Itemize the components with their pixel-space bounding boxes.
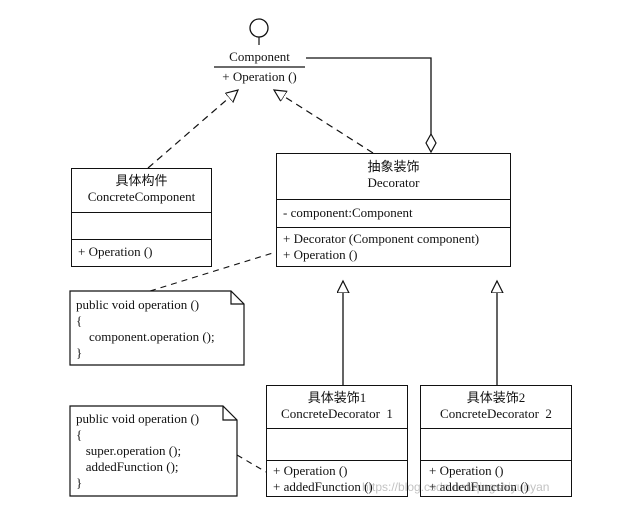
concretedecorator1-class: 具体装饰1 ConcreteDecorator 1 + Operation ()…: [266, 385, 408, 497]
concretedecorator1-method: + addedFunction (): [273, 479, 373, 494]
note-line: super.operation ();: [76, 443, 182, 458]
concretecomponent-methods: + Operation (): [72, 239, 211, 266]
decorator-method: + Decorator (Component component): [283, 231, 480, 246]
concretedecorator2-name-en: ConcreteDecorator 2: [440, 406, 552, 421]
note-line: addedFunction ();: [76, 459, 179, 474]
concretecomponent-name-en: ConcreteComponent: [87, 189, 196, 204]
note-concretedecorator-link: [236, 454, 267, 473]
note-line: {: [76, 427, 83, 442]
note-line: }: [76, 345, 83, 360]
aggregation-line: [306, 57, 432, 134]
note-decorator-shape: [69, 290, 245, 366]
concretedecorator1-attributes: [267, 428, 407, 460]
note-decorator: public void operation () { component.ope…: [76, 297, 215, 361]
component-name: Component: [229, 49, 290, 64]
note-concretedecorator-shape: [69, 405, 238, 497]
decorator-name-cn: 抽象装饰: [367, 159, 420, 174]
decorator-class: 抽象装饰 Decorator - component:Component + D…: [276, 153, 511, 267]
concretecomponent-name-cn: 具体构件: [115, 173, 168, 188]
concretedecorator1-name-cn: 具体装饰1: [307, 390, 367, 405]
concretedecorator2-class: 具体装饰2 ConcreteDecorator 2 + Operation ()…: [420, 385, 572, 497]
note-line: public void operation (): [76, 297, 200, 312]
realization-decorator: [274, 90, 374, 154]
decorator-attribute: - component:Component: [283, 205, 413, 220]
realization-concretecomponent: [147, 90, 238, 169]
concretedecorator2-method: + Operation (): [429, 463, 504, 478]
concretedecorator2-attributes: [421, 428, 571, 460]
interface-circle-icon: [249, 18, 269, 38]
decorator-attributes: - component:Component: [277, 199, 510, 227]
concretedecorator2-methods: + Operation () + addedFunction (): [421, 460, 571, 496]
concretecomponent-attributes: [72, 212, 211, 239]
concretedecorator2-method: + addedFunction (): [429, 479, 529, 494]
note-line: public void operation (): [76, 411, 200, 426]
decorator-method: + Operation (): [283, 247, 358, 262]
decorator-methods: + Decorator (Component component) + Oper…: [277, 227, 510, 266]
note-line: {: [76, 313, 83, 328]
watermark: https://blog.csdn.net/qingshiyunyan: [362, 480, 550, 494]
component-operation: + Operation (): [222, 69, 297, 84]
note-concretedecorator: public void operation () { super.operati…: [76, 411, 199, 491]
concretecomponent-class: 具体构件 ConcreteComponent + Operation (): [71, 168, 212, 267]
concretedecorator1-methods: + Operation () + addedFunction (): [267, 460, 407, 496]
aggregation-diamond-icon: [425, 132, 437, 154]
decorator-name-en: Decorator: [367, 175, 420, 190]
concretedecorator1-method: + Operation (): [273, 463, 348, 478]
note-line: component.operation ();: [76, 329, 215, 344]
concretecomponent-operation: + Operation (): [78, 244, 153, 259]
concretedecorator2-name-cn: 具体装饰2: [466, 390, 526, 405]
note-line: }: [76, 475, 83, 490]
concretedecorator1-name-en: ConcreteDecorator 1: [281, 406, 393, 421]
